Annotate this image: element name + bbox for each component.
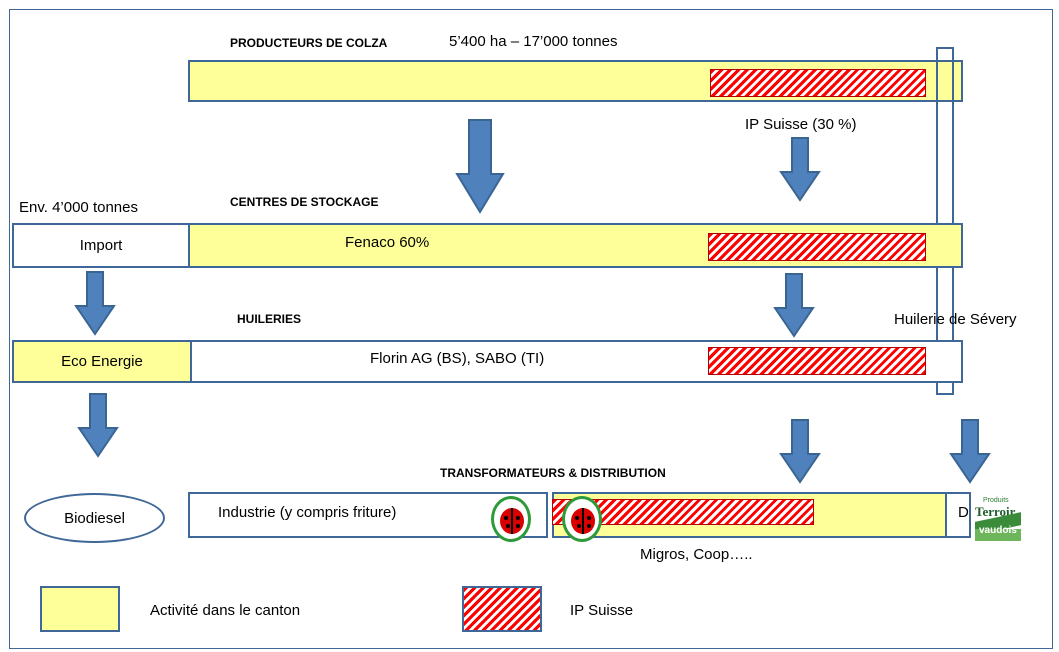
- arrow-down-producteurs-stockage: [455, 119, 505, 214]
- eco-energie-box: Eco Energie: [12, 340, 192, 383]
- industrie-label: Industrie (y compris friture): [218, 504, 397, 521]
- transformateurs-title: TRANSFORMATEURS & DISTRIBUTION: [440, 466, 666, 480]
- legend-yellow-swatch: [40, 586, 120, 632]
- stockage-title: CENTRES DE STOCKAGE: [230, 195, 379, 209]
- d-label: D: [958, 504, 969, 521]
- ip-suisse-ladybug-badge: [562, 496, 602, 542]
- legend-hatch-swatch: [462, 586, 542, 632]
- severy-column: [936, 47, 954, 395]
- industrie-box: [188, 492, 548, 538]
- arrow-down-import-eco: [74, 271, 116, 336]
- legend-hatch-label: IP Suisse: [570, 602, 634, 619]
- stockage-ip-hatch: [708, 233, 926, 261]
- biodiesel-ellipse: Biodiesel: [24, 493, 165, 543]
- import-box: Import: [12, 223, 190, 268]
- d-box: [945, 492, 971, 538]
- huileries-title: HUILERIES: [237, 312, 302, 326]
- arrow-down-stockage-huileries: [773, 273, 815, 338]
- fenaco-label: Fenaco 60%: [345, 234, 430, 251]
- arrow-down-eco-biodiesel: [77, 393, 119, 458]
- terroir-vaudois-logo: Produits Terroir vaudois: [971, 497, 1027, 543]
- import-amount: Env. 4’000 tonnes: [19, 199, 138, 216]
- biodiesel-label: Biodiesel: [64, 509, 125, 527]
- producteurs-ip-label: IP Suisse (30 %): [745, 116, 857, 133]
- producteurs-title: PRODUCTEURS DE COLZA: [230, 36, 388, 50]
- huileries-main-label: Florin AG (BS), SABO (TI): [370, 350, 545, 367]
- eco-energie-label: Eco Energie: [61, 353, 143, 370]
- arrow-down-huileries-distribution: [779, 419, 821, 484]
- import-label: Import: [79, 237, 123, 254]
- terroir-logo-produits: Produits: [983, 497, 1009, 504]
- diagram-frame: [9, 9, 1053, 649]
- producteurs-detail: 5’400 ha – 17’000 tonnes: [449, 33, 618, 50]
- arrow-down-severy-distribution: [949, 419, 991, 484]
- arrow-down-ip-stockage: [779, 137, 821, 202]
- severy-label: Huilerie de Sévery: [894, 311, 1017, 328]
- legend-yellow-label: Activité dans le canton: [150, 602, 301, 619]
- huileries-ip-hatch: [708, 347, 926, 375]
- distribution-label: Migros, Coop…..: [640, 546, 753, 563]
- terroir-logo-vaudois: vaudois: [979, 525, 1017, 536]
- ip-suisse-ladybug-badge: [491, 496, 531, 542]
- producteurs-ip-hatch: [710, 69, 926, 97]
